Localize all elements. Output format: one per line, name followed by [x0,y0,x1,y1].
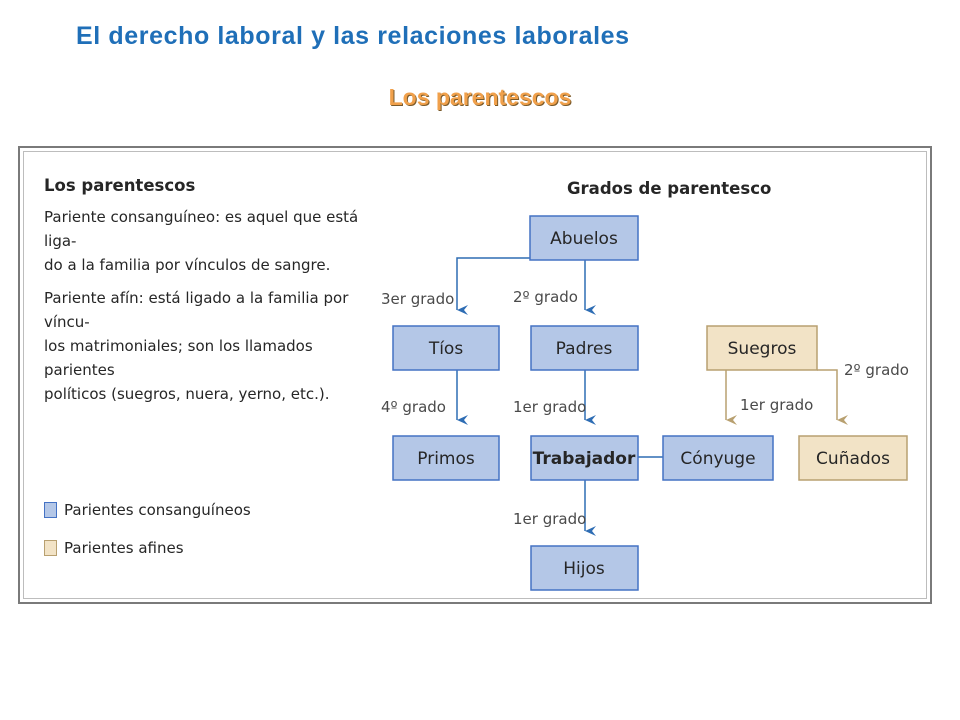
edge-suegros-cunados [817,369,848,425]
definitions-heading: Los parentescos [44,176,196,195]
legend-item-consanguineos: Parientes consanguíneos [44,501,251,519]
node-abuelos: Abuelos [529,215,639,261]
definition-afin-line-2: los matrimoniales; son los llamados pari… [44,337,313,379]
legend-label-consanguineos: Parientes consanguíneos [64,501,251,519]
legend-swatch-consanguineos [44,502,57,518]
legend-label-afines: Parientes afines [64,539,184,557]
slide-subtitle: Los parentescos [388,84,572,110]
node-trabajador: Trabajador [530,435,639,481]
node-label-cunados: Cuñados [816,449,890,469]
node-suegros: Suegros [706,325,818,371]
slide-title: El derecho laboral y las relaciones labo… [76,22,630,50]
diagram-title: Grados de parentesco [567,179,771,198]
label-suegros-conyuge: 1er grado [740,396,813,414]
node-padres: Padres [530,325,639,371]
label-padres-trabajador: 1er grado [513,398,586,416]
node-label-primos: Primos [417,449,475,469]
definition-afin-line-1: Pariente afín: está ligado a la familia … [44,289,349,331]
definition-consanguineo-line-2: do a la familia por vínculos de sangre. [44,256,331,274]
legend-item-afines: Parientes afines [44,539,184,557]
node-label-padres: Padres [556,339,613,359]
node-label-conyuge: Cónyuge [680,449,755,469]
node-label-hijos: Hijos [563,559,605,579]
node-label-suegros: Suegros [728,339,797,359]
node-cunados: Cuñados [798,435,908,481]
node-label-abuelos: Abuelos [550,229,618,249]
node-hijos: Hijos [530,545,639,591]
figure-frame: Los parentescos Pariente consanguíneo: e… [18,146,932,604]
definitions-panel: Los parentescos Pariente consanguíneo: e… [44,176,364,415]
definition-afin: Pariente afín: está ligado a la familia … [44,286,364,406]
figure-inner-border [23,151,927,599]
node-tios: Tíos [392,325,500,371]
definition-afin-line-3: políticos (suegros, nuera, yerno, etc.). [44,385,330,403]
edge-abuelos-tios [456,257,530,315]
label-abuelos-tios: 3er grado [381,290,454,308]
label-abuelos-padres: 2º grado [513,288,578,306]
definition-consanguineo: Pariente consanguíneo: es aquel que está… [44,205,364,277]
label-trabajador-hijos: 1er grado [513,510,586,528]
label-tios-primos: 4º grado [381,398,446,416]
connectors [456,257,848,536]
node-primos: Primos [392,435,500,481]
node-label-trabajador: Trabajador [533,449,636,469]
kinship-diagram: Grados de parentesco 3er grado 2º grado … [381,179,909,591]
legend-swatch-afines [44,540,57,556]
definition-consanguineo-line-1: Pariente consanguíneo: es aquel que está… [44,208,359,250]
node-label-tios: Tíos [428,339,464,359]
node-conyuge: Cónyuge [662,435,774,481]
label-suegros-cunados: 2º grado [844,361,909,379]
